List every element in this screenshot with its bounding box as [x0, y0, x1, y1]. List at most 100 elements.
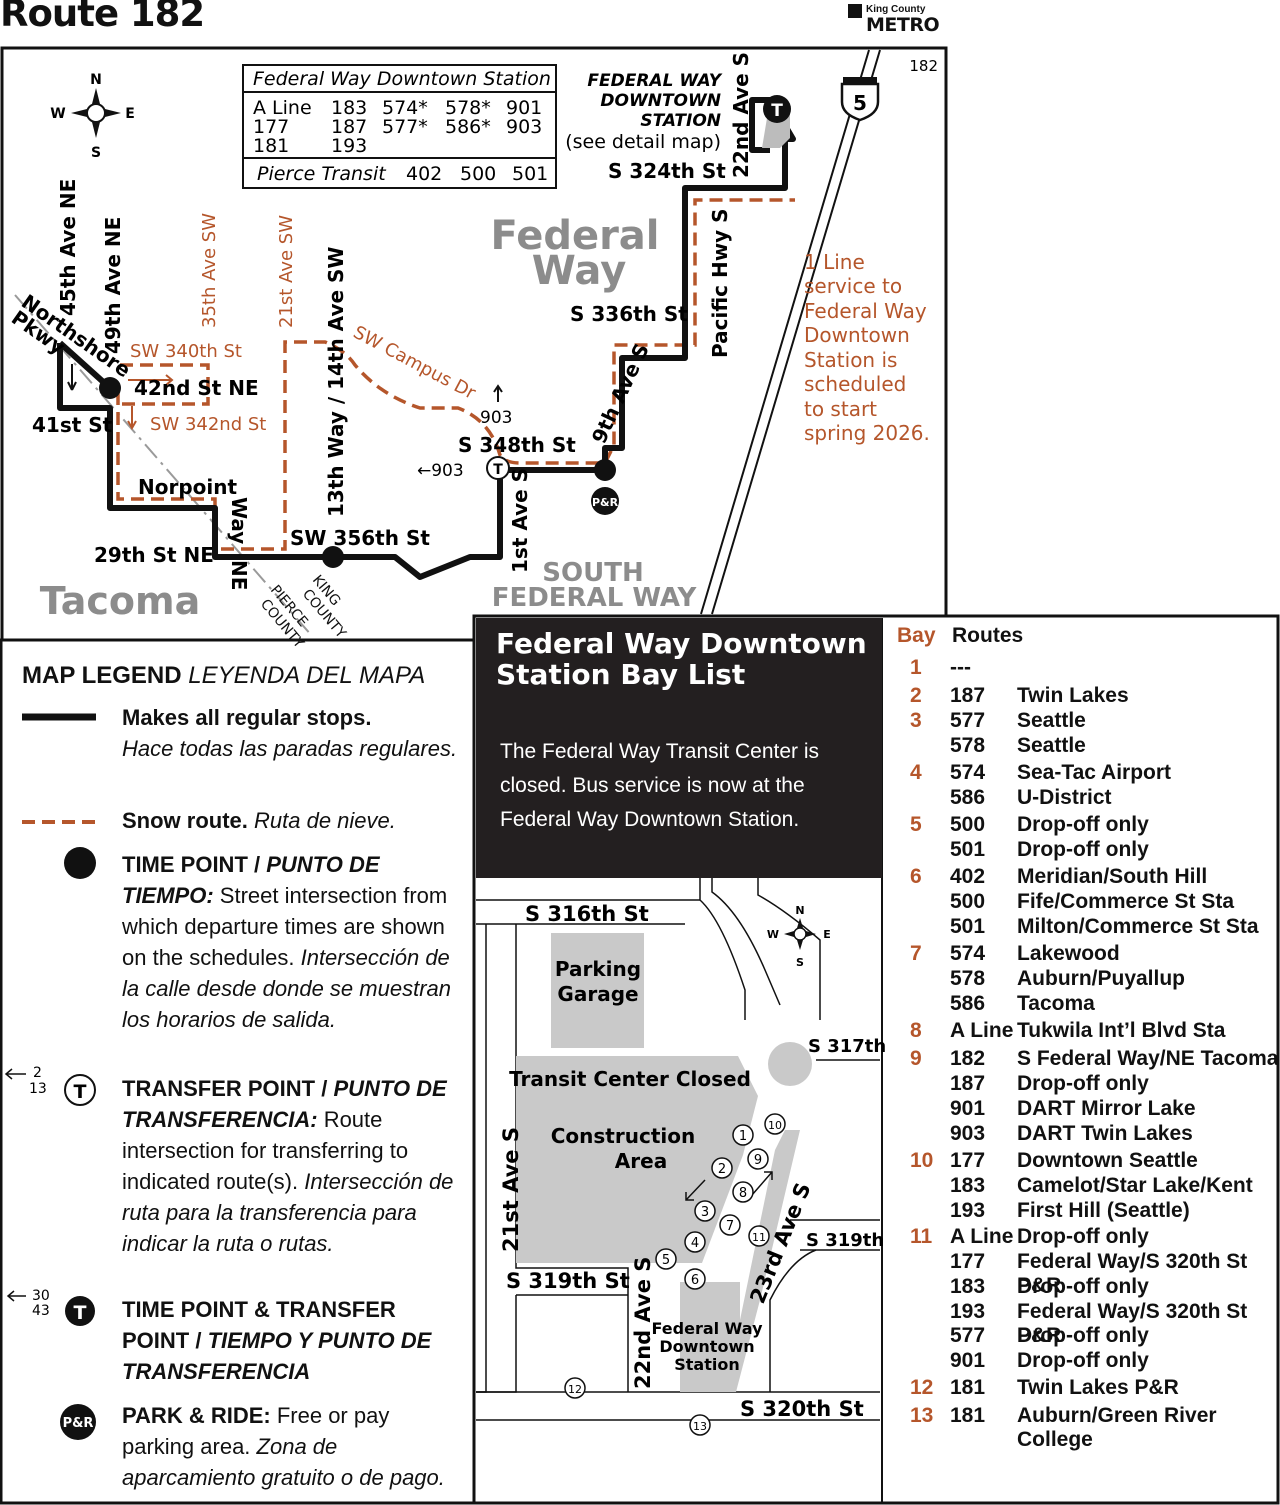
- pierce-transit-label: Pierce Transit: [257, 163, 387, 185]
- svg-text:Norpoint: Norpoint: [138, 475, 237, 499]
- 1-line-note: 1 Line service to Federal Way Downtown S…: [804, 250, 930, 445]
- svg-text:S 317th: S 317th: [808, 1036, 886, 1057]
- bay-destination: Meridian/South Hill: [1017, 865, 1208, 888]
- station-table-title: Federal Way Downtown Station: [253, 68, 551, 90]
- bay-header: Bay: [897, 624, 936, 647]
- legend-snow-route: Snow route. Ruta de nieve.: [122, 808, 396, 833]
- svg-text:P&R: P&R: [63, 1416, 94, 1431]
- svg-text:42nd St NE: 42nd St NE: [134, 376, 259, 400]
- logo-line1: King County: [866, 4, 926, 15]
- bay-marker-4: 4: [684, 1231, 706, 1253]
- king-county-metro-logo: King County METRO: [848, 0, 948, 36]
- bay-marker-13: 13: [689, 1414, 711, 1436]
- svg-text:7: 7: [726, 1219, 734, 1234]
- closed-label: Transit Center Closed: [509, 1067, 751, 1091]
- svg-text:183: 183: [331, 97, 367, 119]
- timepoint-9th-ave: [594, 459, 616, 481]
- svg-text:Downtown: Downtown: [804, 323, 910, 347]
- svg-text:22nd Ave S: 22nd Ave S: [631, 1257, 655, 1389]
- map-corner-label: 182: [909, 57, 938, 75]
- bay-number: 2: [910, 684, 922, 707]
- roundabout: [768, 1042, 812, 1086]
- bay-route: 574: [950, 942, 986, 965]
- svg-text:501: 501: [512, 163, 548, 185]
- timepoint-transfer-station: T: [763, 95, 791, 123]
- bay-marker-5: 5: [655, 1248, 677, 1270]
- bay-destination: DART Twin Lakes: [1017, 1122, 1193, 1145]
- bay-marker-12: 12: [564, 1377, 586, 1399]
- svg-text:586*: 586*: [445, 116, 491, 138]
- bay-route: 586: [950, 992, 986, 1015]
- svg-text:Station: Station: [674, 1355, 739, 1374]
- snow-direction-arrows: [127, 374, 174, 431]
- parking-label: Parking: [555, 957, 641, 981]
- bay-number: 5: [910, 813, 922, 836]
- svg-text:11: 11: [752, 1231, 766, 1244]
- svg-text:SW 340th St: SW 340th St: [130, 341, 242, 362]
- legend-transfer-point: TRANSFER POINT / PUNTO DE TRANSFERENCIA:…: [122, 1076, 454, 1256]
- bay-route: 901: [950, 1349, 986, 1372]
- svg-text:4: 4: [691, 1236, 699, 1251]
- svg-text:187: 187: [331, 116, 367, 138]
- transfer-903-north: 903: [480, 408, 512, 428]
- bay-number: 3: [910, 709, 922, 732]
- svg-text:S 316th St: S 316th St: [525, 902, 649, 926]
- svg-text:to start: to start: [804, 397, 877, 421]
- bay-destination: Federal Way/S 320th St P&R: [1017, 1250, 1248, 1297]
- bay-route: 181: [950, 1404, 986, 1427]
- svg-text:SW 356th St: SW 356th St: [290, 526, 430, 550]
- bay-destination: S Federal Way/NE Tacoma: [1017, 1047, 1279, 1070]
- bay-destination: DART Mirror Lake: [1017, 1097, 1196, 1120]
- svg-text:Area: Area: [615, 1149, 667, 1173]
- i5-shield-icon: 5: [840, 77, 880, 122]
- svg-text:Federal Way: Federal Way: [652, 1319, 764, 1338]
- svg-text:FEDERAL WAY: FEDERAL WAY: [587, 71, 722, 91]
- construction-label: Construction: [551, 1124, 695, 1148]
- svg-text:2: 2: [33, 1065, 42, 1081]
- bay-destination: Federal Way/S 320th St P&R: [1017, 1300, 1248, 1347]
- svg-text:spring 2026.: spring 2026.: [804, 421, 930, 445]
- bay-number: 6: [910, 865, 922, 888]
- bay-route: 501: [950, 838, 986, 861]
- transfer-point-s348th: T: [486, 456, 510, 480]
- bay-marker-3: 3: [694, 1200, 716, 1222]
- bay-list-notice: The Federal Way Transit Center is closed…: [500, 740, 819, 831]
- svg-text:8: 8: [739, 1186, 747, 1201]
- svg-text:Station is: Station is: [804, 348, 897, 372]
- svg-text:45th Ave NE: 45th Ave NE: [56, 179, 80, 316]
- bay-marker-1: 1: [732, 1124, 754, 1146]
- svg-text:DOWNTOWN: DOWNTOWN: [600, 91, 721, 111]
- bay-number: 8: [910, 1019, 922, 1042]
- bay-route: 501: [950, 915, 986, 938]
- svg-text:41st St: 41st St: [32, 413, 113, 437]
- bay-route: A Line: [950, 1225, 1014, 1248]
- svg-text:SW Campus Dr: SW Campus Dr: [350, 322, 480, 404]
- svg-text:FEDERAL WAY: FEDERAL WAY: [492, 583, 698, 613]
- svg-text:Downtown: Downtown: [659, 1337, 754, 1356]
- detail-station-label: Federal Way Downtown Station: [652, 1319, 764, 1374]
- snow-route: [116, 198, 795, 551]
- svg-text:901: 901: [506, 97, 542, 119]
- bay-destination: Lakewood: [1017, 942, 1120, 965]
- legend-timepoint-transfer: TIME POINT & TRANSFER POINT / TIEMPO Y P…: [122, 1297, 432, 1384]
- svg-text:1 Line: 1 Line: [804, 250, 865, 274]
- legend-pr-icon: P&R: [60, 1404, 96, 1440]
- svg-text:49th Ave NE: 49th Ave NE: [101, 217, 125, 354]
- svg-text:578*: 578*: [445, 97, 491, 119]
- bay-route: 182: [950, 1047, 986, 1070]
- svg-text:P&R: P&R: [592, 496, 619, 509]
- svg-text:Way: Way: [532, 248, 627, 294]
- legend-time-point: TIME POINT / PUNTO DE TIEMPO: Street int…: [122, 852, 451, 1032]
- legend-park-ride: PARK & RIDE: Free or pay parking area. Z…: [122, 1403, 445, 1490]
- svg-text:13: 13: [29, 1081, 47, 1097]
- station-table-rows: A Line 183 574* 578* 901 177 187 577* 58…: [253, 97, 542, 157]
- svg-text:E: E: [823, 928, 831, 941]
- svg-text:E: E: [125, 106, 135, 122]
- bay-destination: Fife/Commerce St Sta: [1017, 890, 1235, 913]
- bay-marker-7: 7: [719, 1214, 741, 1236]
- svg-text:13: 13: [693, 1420, 707, 1433]
